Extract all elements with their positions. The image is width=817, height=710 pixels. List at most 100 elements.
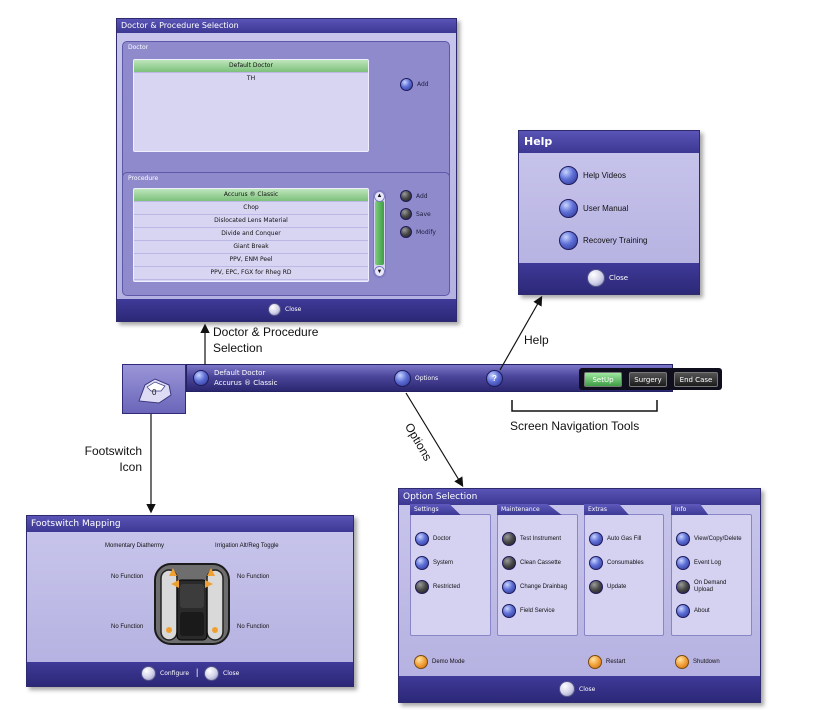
configure-icon[interactable] [141, 666, 156, 681]
doctor-procedure-button[interactable] [193, 370, 209, 386]
nav-setup-button[interactable]: SetUp [584, 372, 622, 387]
demo-mode-button[interactable]: Demo Mode [414, 655, 465, 669]
close-button[interactable]: Close [268, 303, 301, 316]
procedure-list[interactable]: Accurus ® Classic Chop Dislocated Lens M… [133, 188, 369, 282]
doctor-list-item[interactable]: TH [246, 75, 256, 82]
settings-system-label: System [433, 559, 454, 566]
recovery-training-icon[interactable] [559, 231, 578, 250]
clean-cassette-icon[interactable] [502, 556, 516, 570]
recovery-training-button[interactable]: Recovery Training [559, 231, 647, 250]
help-videos-icon[interactable] [559, 166, 578, 185]
procedure-list-item[interactable]: Giant Break [134, 241, 368, 254]
help-videos-button[interactable]: Help Videos [559, 166, 626, 185]
screen-navigation-tools: SetUp Surgery End Case [579, 368, 722, 390]
settings-doctor-button[interactable]: Doctor [415, 532, 451, 546]
change-drainbag-icon[interactable] [502, 580, 516, 594]
on-demand-upload-button[interactable]: On Demand Upload [676, 580, 738, 594]
update-button[interactable]: Update [589, 580, 626, 594]
about-button[interactable]: About [676, 604, 710, 618]
maintenance-tab: Maintenance [497, 504, 562, 515]
add-icon[interactable] [400, 190, 412, 202]
nav-end-case-button[interactable]: End Case [674, 372, 718, 387]
view-copy-delete-icon[interactable] [676, 532, 690, 546]
close-icon[interactable] [587, 269, 605, 287]
maintenance-column: Maintenance Test Instrument Clean Casset… [497, 504, 578, 636]
procedure-section: Procedure Accurus ® Classic Chop Disloca… [122, 172, 450, 296]
scroll-up-icon[interactable]: ▲ [374, 191, 385, 202]
restart-button[interactable]: Restart [588, 655, 625, 669]
add-doctor-button[interactable]: Add [400, 78, 429, 91]
doctor-list[interactable]: Default Doctor TH [133, 59, 369, 152]
test-instrument-button[interactable]: Test Instrument [502, 532, 561, 546]
close-icon[interactable] [268, 303, 281, 316]
system-settings-icon[interactable] [415, 556, 429, 570]
doctor-procedure-text[interactable]: Default Doctor Accurus ® Classic [214, 368, 277, 388]
settings-tab: Settings [410, 504, 461, 515]
procedure-list-item[interactable]: Accurus ® Classic [134, 189, 368, 202]
footswitch-bot-left: No Function [111, 624, 144, 630]
current-procedure: Accurus ® Classic [214, 379, 278, 387]
auto-gas-fill-button[interactable]: Auto Gas Fill [589, 532, 641, 546]
on-demand-upload-icon[interactable] [676, 580, 690, 594]
procedure-list-item[interactable]: PPV, ENM Peel [134, 254, 368, 267]
settings-doctor-label: Doctor [433, 535, 451, 542]
settings-restricted-label: Restricted [433, 583, 461, 590]
help-close-button[interactable]: Close [587, 269, 628, 287]
consumables-icon[interactable] [589, 556, 603, 570]
options-icon[interactable] [394, 370, 411, 387]
footswitch-icon[interactable]: 0 [135, 375, 175, 405]
save-procedure-button[interactable]: Save [400, 208, 431, 220]
footswitch-mid-left: No Function [111, 574, 144, 580]
dialog-footer: Close [117, 299, 456, 321]
nav-surgery-button[interactable]: Surgery [629, 372, 667, 387]
restricted-settings-icon[interactable] [415, 580, 429, 594]
procedure-list-item[interactable]: Divide and Conquer [134, 228, 368, 241]
update-icon[interactable] [589, 580, 603, 594]
close-icon[interactable] [204, 666, 219, 681]
event-log-button[interactable]: Event Log [676, 556, 721, 570]
demo-mode-icon[interactable] [414, 655, 428, 669]
consumables-button[interactable]: Consumables [589, 556, 644, 570]
user-manual-icon[interactable] [559, 199, 578, 218]
settings-restricted-button[interactable]: Restricted [415, 580, 460, 594]
procedure-list-item[interactable]: PPV, EPC, FGX for Rheg RD [134, 267, 368, 280]
test-instrument-icon[interactable] [502, 532, 516, 546]
restart-icon[interactable] [588, 655, 602, 669]
scroll-down-icon[interactable]: ▼ [374, 266, 385, 277]
settings-system-button[interactable]: System [415, 556, 453, 570]
procedure-scrollbar[interactable]: ▲ ▼ [373, 190, 386, 278]
footswitch-bot-right: No Function [237, 624, 270, 630]
auto-gas-fill-icon[interactable] [589, 532, 603, 546]
change-drainbag-button[interactable]: Change Drainbag [502, 580, 567, 594]
scrollbar-thumb[interactable] [375, 201, 384, 265]
doctor-settings-icon[interactable] [415, 532, 429, 546]
doctor-list-item[interactable]: Default Doctor [134, 60, 368, 73]
field-service-icon[interactable] [502, 604, 516, 618]
procedure-list-item[interactable]: Chop [134, 202, 368, 215]
options-dialog-footer: Close [399, 676, 760, 702]
procedure-list-item[interactable]: Dislocated Lens Material [134, 215, 368, 228]
save-icon[interactable] [400, 208, 412, 220]
event-log-icon[interactable] [676, 556, 690, 570]
clean-cassette-button[interactable]: Clean Cassette [502, 556, 561, 570]
help-button[interactable]: ? [486, 370, 503, 387]
add-icon[interactable] [400, 78, 413, 91]
shutdown-icon[interactable] [675, 655, 689, 669]
modify-procedure-button[interactable]: Modify [400, 226, 436, 238]
doctor-procedure-dialog: Doctor & Procedure Selection Doctor Defa… [116, 18, 457, 322]
shutdown-label: Shutdown [693, 658, 720, 665]
configure-button[interactable]: Configure [141, 666, 189, 681]
options-close-button[interactable]: Close [559, 681, 595, 697]
user-manual-button[interactable]: User Manual [559, 199, 628, 218]
modify-icon[interactable] [400, 226, 412, 238]
field-service-button[interactable]: Field Service [502, 604, 555, 618]
about-icon[interactable] [676, 604, 690, 618]
shutdown-button[interactable]: Shutdown [675, 655, 720, 669]
close-label: Close [285, 306, 302, 313]
footswitch-close-button[interactable]: Close [204, 666, 239, 681]
add-procedure-button[interactable]: Add [400, 190, 428, 202]
options-button[interactable]: Options [394, 370, 438, 387]
annotation-doctor-procedure: Doctor & Procedure Selection [213, 325, 319, 355]
close-icon[interactable] [559, 681, 575, 697]
view-copy-delete-button[interactable]: View/Copy/Delete [676, 532, 742, 546]
